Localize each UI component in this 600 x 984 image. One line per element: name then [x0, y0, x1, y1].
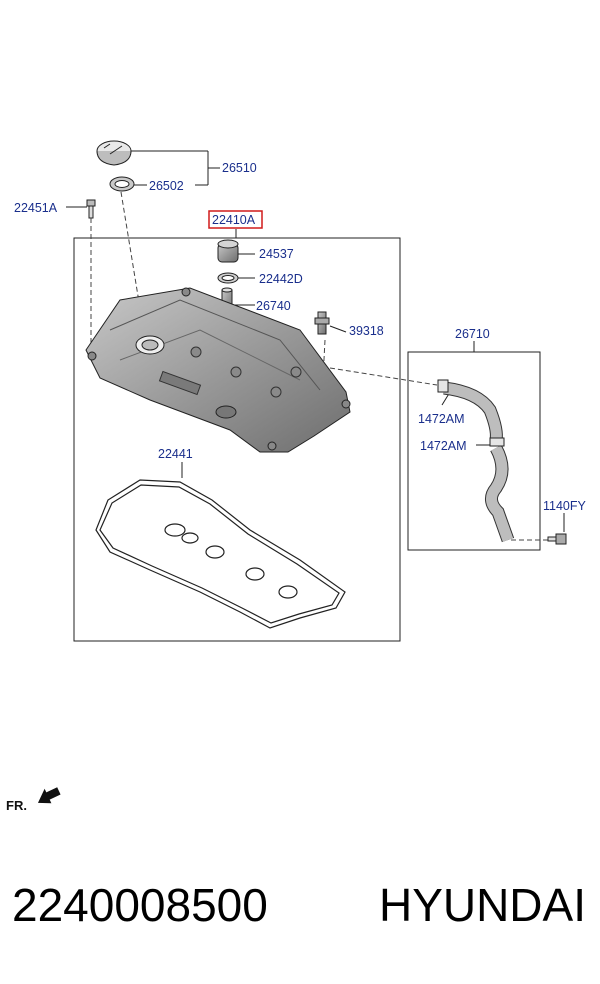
- part-number: 2240008500: [12, 879, 268, 931]
- label-bolt: 22451A: [14, 201, 58, 215]
- label-sensor: 39318: [349, 324, 384, 338]
- leader-lines: [66, 150, 565, 532]
- label-clamp-upper: 1472AM: [418, 412, 465, 426]
- label-oil-cap: 26510: [222, 161, 257, 175]
- brand-name: HYUNDAI: [378, 879, 586, 931]
- breather-hose: [437, 379, 515, 543]
- sensor: [314, 311, 330, 335]
- label-cap-gasket: 26502: [149, 179, 184, 193]
- cylinder-head-cover: [85, 287, 351, 453]
- label-pcv-tube: 26740: [256, 299, 291, 313]
- label-hose-assy: 26710: [455, 327, 490, 341]
- assembly-frame: [73, 237, 401, 642]
- front-marker: FR.: [6, 798, 27, 813]
- highlight-box: [208, 210, 263, 229]
- front-arrow-icon: [37, 787, 61, 804]
- label-seal: 22442D: [259, 272, 303, 286]
- cover-gasket: [95, 479, 346, 629]
- label-hose-bolt: 1140FY: [543, 499, 587, 513]
- hose-bolt: [547, 533, 567, 545]
- label-clamp-lower: 1472AM: [420, 439, 467, 453]
- cap-gasket: [109, 176, 135, 192]
- label-cover-assy: 22410A: [212, 213, 256, 227]
- footer: 2240008500 HYUNDAI: [0, 878, 600, 948]
- bolt-22451a: [86, 199, 96, 219]
- grommet: [217, 239, 239, 263]
- seal-ring: [217, 272, 239, 284]
- oil-cap: [96, 140, 132, 166]
- label-grommet: 24537: [259, 247, 294, 261]
- label-gasket: 22441: [158, 447, 193, 461]
